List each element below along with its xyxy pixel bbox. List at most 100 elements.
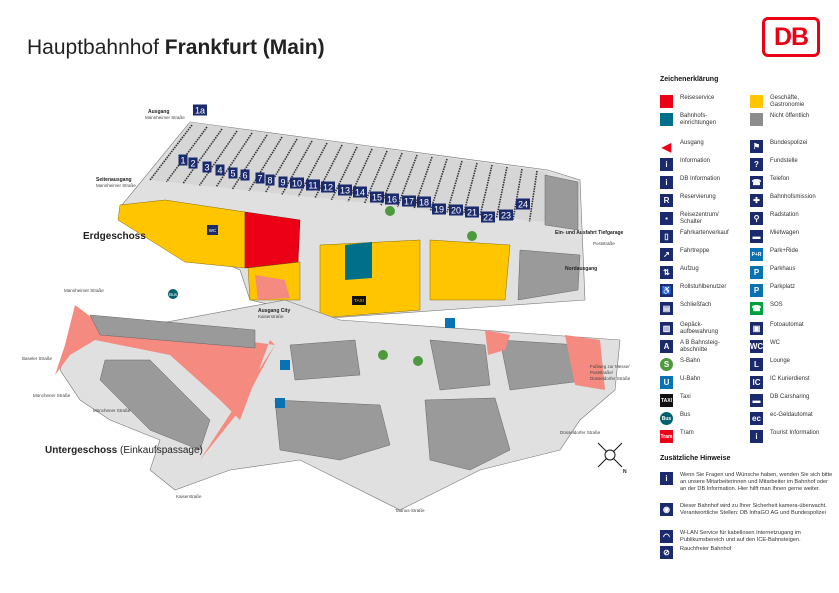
garage-sub: Poststraße	[593, 241, 615, 246]
legend-item: ✚Bahnhofsmission	[750, 194, 830, 207]
platform-hall	[150, 122, 548, 222]
sbahn-icon[interactable]	[467, 231, 477, 241]
legend-item: Reiseservice	[660, 95, 740, 108]
platform-number: 15	[372, 193, 382, 203]
legend-label: WC	[770, 340, 780, 346]
platform-15[interactable]: 15	[370, 191, 384, 203]
legend-label: Park+Ride	[770, 248, 799, 254]
platform-24[interactable]: 24	[516, 198, 530, 210]
track	[182, 128, 223, 185]
note-item: ⊘Rauchfreier Bahnhof	[660, 546, 835, 559]
legend-icon: i	[660, 158, 673, 171]
taxi-icon[interactable]	[352, 296, 366, 305]
legend-item: ▪Reisezentrum/ Schalter	[660, 212, 740, 226]
platform-2[interactable]: 2	[188, 157, 198, 169]
platform-7[interactable]: 7	[255, 172, 265, 184]
legend-icon: ☎	[750, 176, 763, 189]
legend-item: Nicht öffentlich	[750, 113, 830, 126]
db-logo: DB	[762, 17, 820, 57]
underground-blocks-north	[289, 339, 361, 381]
ubahn-icon[interactable]	[275, 398, 285, 408]
legend-label: Bus	[680, 412, 691, 418]
legend-label: Ausgang	[680, 140, 704, 146]
legend-label: U-Bahn	[680, 376, 701, 382]
platform-3[interactable]: 3	[202, 161, 212, 173]
platform-9[interactable]: 9	[278, 176, 288, 188]
legend-label: SOS	[770, 302, 783, 308]
sbahn-icon[interactable]	[413, 356, 423, 366]
legend-icon	[750, 95, 763, 108]
legend-label: Taxi	[680, 394, 691, 400]
platform-8[interactable]: 8	[265, 174, 275, 186]
note-text: Wenn Sie Fragen und Wünsche haben, wende…	[680, 472, 833, 492]
platform-20[interactable]: 20	[449, 204, 463, 216]
legend-icon	[750, 113, 763, 126]
taxi-label: TAXI	[354, 298, 364, 303]
platform-23[interactable]: 23	[499, 209, 513, 221]
side-exit-label: Seitenausgang	[96, 177, 132, 183]
construction-zone-east	[565, 335, 605, 390]
platform-13[interactable]: 13	[338, 184, 352, 196]
note-icon: ◠	[660, 530, 673, 543]
platform-5[interactable]: 5	[228, 167, 238, 179]
wc-label: WC	[209, 228, 217, 233]
construction-zone-ne	[485, 330, 510, 355]
track	[248, 136, 283, 192]
sbahn-icon[interactable]	[385, 206, 395, 216]
street-label: Mannheimer Straße	[64, 288, 104, 293]
legend-icon: ⚲	[750, 212, 763, 225]
platform-number: 21	[467, 208, 477, 218]
legend-icon: TAXI	[660, 394, 673, 407]
sbahn-icon[interactable]	[378, 350, 388, 360]
platform-1[interactable]: 1	[178, 154, 188, 166]
legend-icon: ▬	[750, 230, 763, 243]
platform-21[interactable]: 21	[465, 206, 479, 218]
legend-item: ↗Fahrtreppe	[660, 248, 740, 261]
platform-18[interactable]: 18	[417, 196, 431, 208]
platform-12[interactable]: 12	[321, 181, 335, 193]
walkway-label: Düsseldorfer Straße	[590, 376, 631, 381]
legend-icon: ▣	[750, 322, 763, 335]
floor-label-ground: Erdgeschoss	[83, 231, 146, 242]
legend-label: Rollstuhlbenutzer	[680, 284, 727, 290]
platform-19[interactable]: 19	[432, 203, 446, 215]
legend-icon: ◀	[660, 139, 673, 154]
platform-1a[interactable]: 1a	[193, 104, 207, 116]
platform-number: 11	[308, 181, 317, 191]
side-exit-sub: Mannheimer Straße	[96, 183, 136, 188]
platform-11[interactable]: 11	[306, 179, 320, 191]
parking-icon[interactable]	[445, 318, 455, 328]
platform-22[interactable]: 22	[481, 211, 495, 223]
legend-item: ⇅Aufzug	[660, 266, 740, 279]
legend-icon: U	[660, 376, 673, 389]
platform-10[interactable]: 10	[290, 177, 304, 189]
legend-icon: IC	[750, 376, 763, 389]
legend-icon: ▤	[660, 302, 673, 315]
wc-icon[interactable]	[207, 225, 218, 235]
track	[330, 146, 358, 201]
street-label: Kaiserstraße	[176, 494, 202, 499]
track	[264, 138, 298, 194]
ubahn-icon[interactable]	[280, 360, 290, 370]
legend-icon: ec	[750, 412, 763, 425]
platform-4[interactable]: 4	[215, 164, 225, 176]
platform-14[interactable]: 14	[353, 186, 367, 198]
legend-item: ▬Mietwagen	[750, 230, 830, 243]
platform-6[interactable]: 6	[240, 169, 250, 181]
track	[429, 158, 448, 211]
street-label: Baseler Straße	[22, 356, 53, 361]
bus-stop-icon[interactable]	[168, 289, 178, 299]
legend-label: Parkplatz	[770, 284, 796, 290]
legend-icon: WC	[749, 340, 764, 353]
platform-16[interactable]: 16	[385, 193, 399, 205]
non-public-area-east	[544, 174, 579, 231]
legend-item: ☎SOS	[750, 302, 830, 315]
platform-17[interactable]: 17	[402, 195, 416, 207]
track	[380, 152, 403, 206]
